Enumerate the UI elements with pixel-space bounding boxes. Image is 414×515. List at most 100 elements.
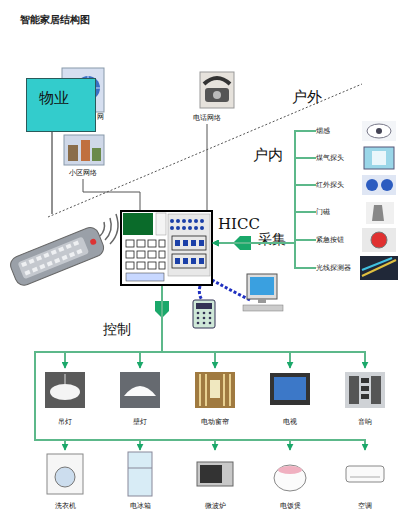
sensor-icons: [362, 228, 396, 252]
connector-line: [35, 286, 215, 450]
appliance-node: 空调: [332, 450, 398, 512]
remote-control: [21, 261, 27, 267]
controller-panel: [175, 258, 180, 264]
appliance-icons: [195, 372, 235, 408]
blue-cable: [212, 280, 250, 300]
network-node: 小区网络: [60, 167, 106, 179]
node-label: 光线探测器: [316, 262, 360, 274]
controller-panel: [175, 240, 204, 264]
community-network-icon: [81, 140, 90, 161]
connector-line: [162, 286, 365, 368]
appliance-icons: [346, 466, 384, 482]
controller-panel: [194, 219, 198, 223]
controller-panel: [175, 240, 180, 246]
telephone-icon: [196, 303, 212, 309]
appliance-icons: [345, 372, 385, 408]
computer-icon: [258, 299, 266, 303]
appliance-icons: [350, 477, 380, 478]
appliance-icons: [371, 376, 381, 404]
remote-control: [28, 259, 34, 265]
controller-panel: [148, 240, 156, 247]
controller-panel: [159, 262, 165, 269]
telephone-icon: [197, 322, 200, 325]
controller-panel: [156, 213, 166, 235]
controller-panel: [170, 226, 174, 230]
green-arrow-symbol: [233, 236, 251, 250]
connector-line: [35, 286, 162, 450]
remote-control: [8, 225, 106, 288]
appliance-icons: [200, 465, 222, 483]
remote-control: [66, 244, 72, 250]
sensor-icons: [372, 205, 384, 221]
controller-panel: [183, 258, 188, 264]
telephone-icon: [203, 312, 206, 315]
controller-panel: [172, 254, 206, 268]
telephone-icon: [197, 312, 200, 315]
sensor-node: 光线探测器: [316, 262, 360, 274]
computer-icon: [243, 274, 283, 311]
boundary-line: [52, 132, 53, 214]
telephone-icon: [197, 312, 212, 325]
controller-panel: [188, 219, 192, 223]
node-label: 微波炉: [182, 500, 248, 512]
node-label: 电视: [257, 416, 323, 428]
connector-line: [213, 158, 316, 243]
controller-panel: [126, 240, 134, 247]
node-label: 门磁: [316, 206, 360, 218]
connector-line: [162, 286, 290, 368]
remote-control: [24, 270, 30, 276]
controller-panel: [194, 226, 198, 230]
connector-line: [35, 286, 365, 450]
sensor-icons: [362, 258, 392, 270]
blue-cable: [199, 286, 202, 300]
sensor-icons: [362, 175, 396, 195]
signal-waves: [100, 214, 118, 244]
node-label: 电冰箱: [107, 500, 173, 512]
sensor-icons: [371, 232, 387, 248]
sensor-icons: [381, 179, 393, 191]
remote-control: [73, 241, 79, 247]
sensor-icons: [366, 202, 394, 224]
remote-control: [54, 258, 60, 264]
controller-panel: [168, 214, 210, 276]
sensor-icons: [372, 151, 386, 165]
controller-panel: [172, 236, 206, 250]
appliance-icons: [120, 372, 160, 408]
appliance-node: 洗衣机: [32, 450, 98, 512]
controller-panel: [182, 219, 186, 223]
appliance-icons: [361, 386, 369, 391]
node-label: 电饭煲: [257, 500, 323, 512]
computer-icon: [247, 274, 277, 299]
sensor-icons: [360, 256, 398, 280]
sensor-icons: [364, 147, 394, 169]
appliance-icons: [128, 452, 152, 496]
connector-line: [213, 243, 316, 268]
sensor-node: 紧急按钮: [316, 234, 360, 246]
appliance-icons: [361, 378, 369, 383]
controller-panel: [200, 219, 204, 223]
controller-panel: [137, 251, 145, 258]
controller-panel: [183, 240, 188, 246]
appliance-icons: [124, 386, 156, 396]
remote-control: [58, 247, 64, 253]
appliance-icons: [361, 394, 369, 399]
green-arrow-symbol: [155, 236, 251, 318]
sensor-icons: [367, 124, 391, 138]
controller-panel: [176, 226, 180, 230]
telephone-icon: [209, 322, 212, 325]
appliance-node: 电视: [257, 368, 323, 428]
connector-line: [35, 286, 162, 450]
remote-control: [18, 236, 90, 279]
sensor-icons: [366, 179, 378, 191]
sensor-icons: [360, 121, 398, 280]
diagram-title: 智能家居结构图: [20, 13, 90, 27]
remote-control: [36, 256, 42, 262]
controller-panel: [148, 251, 156, 258]
signal-waves: [100, 222, 105, 236]
appliance-icons: [274, 465, 306, 491]
sensor-node: 煤气探头: [316, 152, 360, 164]
controller-panel: [188, 226, 192, 230]
telephone-network-icon: [213, 91, 221, 99]
